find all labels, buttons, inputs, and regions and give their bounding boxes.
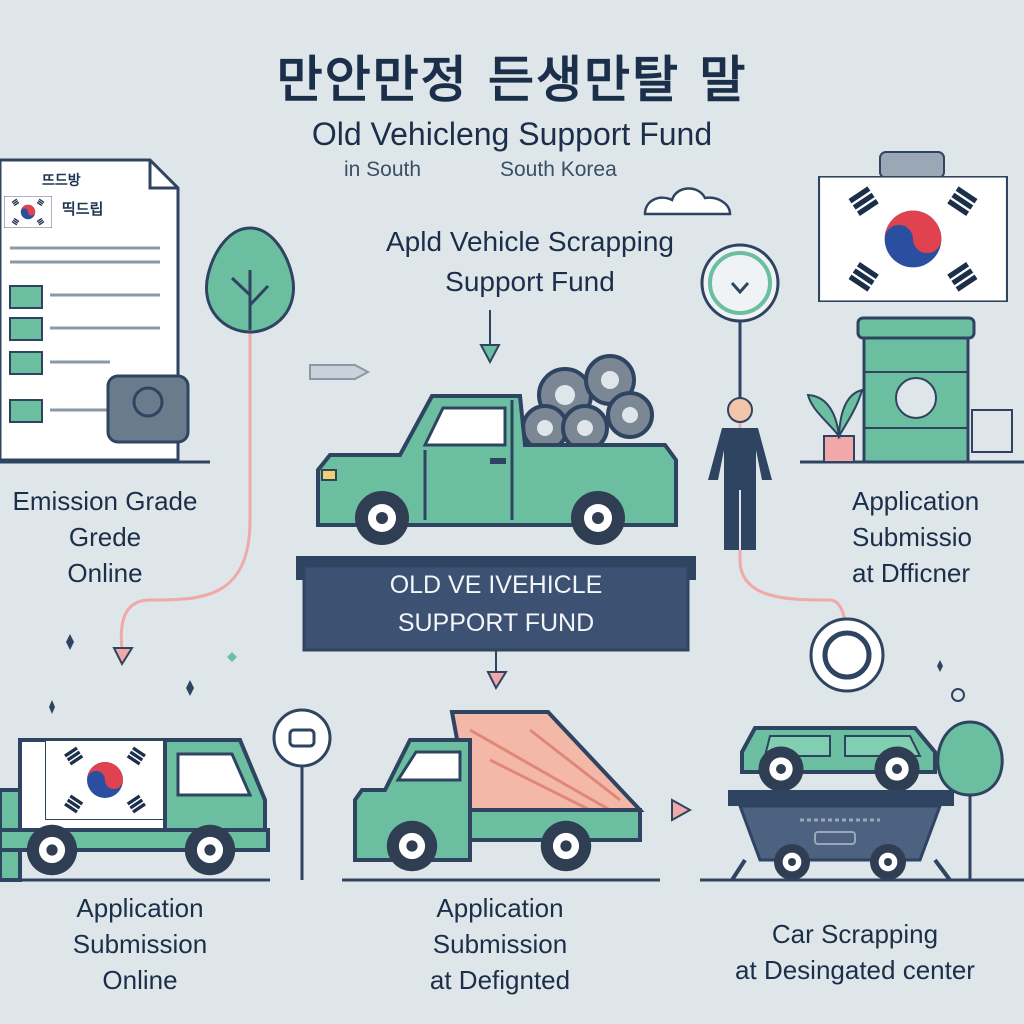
step-label-line: Application <box>852 486 980 516</box>
person-icon <box>708 397 772 550</box>
step-label-line: Online <box>67 558 143 588</box>
banner-line1: OLD VE IVEHICLE <box>389 571 603 599</box>
step-label-line: Submissio <box>852 522 972 552</box>
plant-icon <box>806 388 864 463</box>
center-heading: Apld Vehicle Scrapping Support Fund <box>330 222 730 302</box>
road-sign-icon <box>272 708 332 880</box>
step-label-line: Online <box>102 965 178 995</box>
step-label-line: at Defignted <box>429 965 571 995</box>
location-pin-icon <box>700 243 780 400</box>
step-label-line: Emission Grade <box>12 486 198 516</box>
location-label-left: in South <box>344 158 422 181</box>
banner-text: OLD VE IVEHICLE SUPPORT FUND <box>300 566 692 642</box>
step-label-line: at Desingated center <box>735 955 975 985</box>
coin-icon <box>809 617 885 693</box>
step-label-line: Grede <box>68 522 142 552</box>
step-label-line: Application <box>76 893 204 923</box>
sparkle-icons <box>49 634 965 714</box>
center-heading-line2: Support Fund <box>445 266 615 297</box>
step-label-application-office: Application Submissio at Dfficner <box>852 483 1024 591</box>
step-label-line: Application <box>436 893 564 923</box>
center-heading-line1: Apld Vehicle Scrapping <box>386 226 674 257</box>
flow-paths <box>119 330 847 651</box>
location-label-right: South Korea <box>500 158 617 181</box>
step-label-application-online: Application Submission Online <box>30 890 250 998</box>
arrow-down-icon <box>112 647 134 667</box>
car-scrapping-illustration <box>700 726 1024 882</box>
recycling-bin-icon <box>800 316 1024 464</box>
cloud-icon <box>643 187 732 216</box>
banner-line2: SUPPORT FUND <box>397 609 595 637</box>
tree-icon <box>936 720 1004 880</box>
dump-truck-illustration <box>342 710 660 882</box>
arrow-down-icon <box>479 344 501 365</box>
step-label-emission-grade: Emission Grade Grede Online <box>0 483 240 591</box>
delivery-truck-illustration <box>0 738 270 882</box>
fund-banner <box>296 556 696 652</box>
step-label-application-designated: Application Submission at Defignted <box>380 890 620 998</box>
english-title: Old Vehicleng Support Fund <box>311 116 713 152</box>
pickup-truck-illustration <box>316 354 678 545</box>
tree-icon <box>205 226 295 334</box>
document-form <box>0 158 210 464</box>
step-label-line: Submission <box>72 929 208 959</box>
document-text-line1: 뜨드방 <box>42 173 81 189</box>
arrow-down-icon <box>486 671 508 691</box>
document-text-line2: 띡드립 <box>62 200 104 218</box>
korean-title: 만안만정 든생만탈 말 <box>276 51 748 109</box>
step-label-car-scrapping: Car Scrapping at Desingated center <box>700 916 1010 988</box>
step-label-line: Submission <box>432 929 568 959</box>
step-label-line: Car Scrapping <box>771 919 939 949</box>
arrow-right-icon <box>671 798 693 822</box>
step-label-line: at Dfficner <box>852 558 971 588</box>
arrow-right-icon <box>309 364 371 380</box>
korean-flag-icon <box>819 151 1008 302</box>
